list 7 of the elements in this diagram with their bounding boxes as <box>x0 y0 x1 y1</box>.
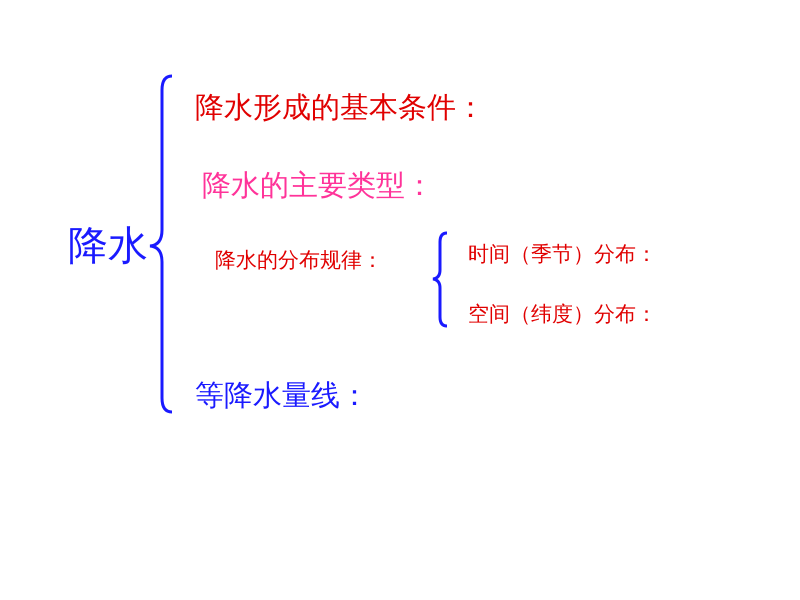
topic-text: 降水 <box>68 224 148 268</box>
topic-text: 时间（季节）分布： <box>468 243 657 266</box>
topic-text: 等降水量线： <box>195 380 369 412</box>
topic-text: 降水的分布规律： <box>215 249 383 272</box>
topic-text: 降水形成的基本条件： <box>195 92 485 124</box>
topic-text: 空间（纬度）分布： <box>468 303 657 326</box>
topic-text: 降水的主要类型： <box>202 170 434 202</box>
